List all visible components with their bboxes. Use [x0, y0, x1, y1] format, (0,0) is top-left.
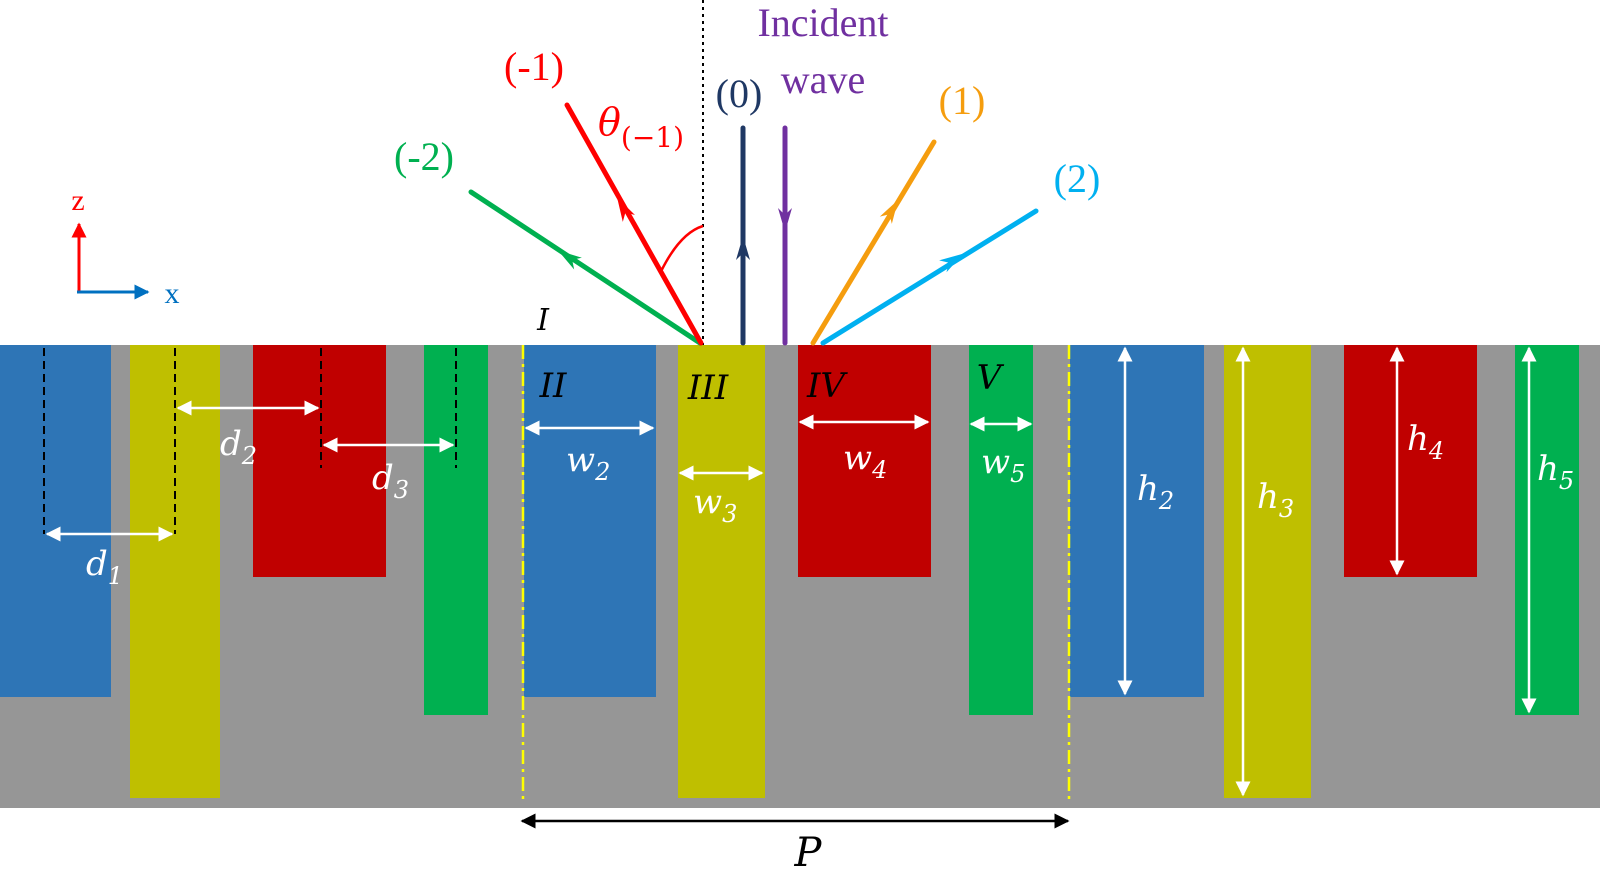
period-boundaries	[521, 345, 1071, 800]
period-label: P	[794, 830, 823, 872]
coordinate-axes	[71, 222, 150, 300]
region-label-iv: IV	[806, 366, 848, 406]
labels: z x Incident wave (-2) (-1) (0) (1) (2) …	[71, 0, 1574, 872]
pillar-red	[253, 345, 386, 577]
arrowhead-order-m1	[617, 197, 635, 222]
order-label-m2: (-2)	[394, 134, 454, 179]
d3-label: d3	[372, 458, 409, 504]
order-label-0: (0)	[716, 71, 763, 116]
d2-label: d2	[220, 424, 257, 470]
ray-arrowheads	[557, 197, 964, 273]
d1-label: d1	[86, 544, 123, 590]
pillars	[0, 345, 1579, 798]
region-label-i: I	[536, 303, 550, 338]
arrowhead-order-2	[939, 253, 964, 273]
ray-order-m1	[564, 102, 704, 346]
w2-label: w2	[566, 440, 610, 486]
pillar-yellow	[1224, 345, 1311, 798]
pillar-blue	[0, 345, 111, 697]
order-label-1: (1)	[939, 78, 986, 123]
order-label-m1: (-1)	[504, 44, 564, 89]
pillar-yellow	[678, 345, 765, 798]
reference-dashes	[43, 348, 457, 534]
incident-label-line2: wave	[781, 57, 865, 102]
ray-order-m2	[468, 189, 703, 346]
pillar-red	[798, 345, 931, 577]
diffraction-rays	[468, 102, 1039, 346]
pillar-red	[1344, 345, 1477, 577]
region-label-v: V	[977, 358, 1005, 398]
ray-order-1	[810, 139, 937, 346]
arrowhead-order-m2	[557, 250, 582, 270]
arrowhead-incident	[778, 208, 792, 232]
region-label-iii: III	[687, 368, 729, 408]
h5-label: h5	[1537, 449, 1574, 495]
w3-label: w3	[693, 482, 737, 528]
arrowhead-order-1	[879, 199, 899, 224]
h4-label: h4	[1407, 419, 1444, 465]
pillar-green	[969, 345, 1033, 715]
z-axis-label: z	[71, 184, 84, 217]
ray-order-2	[820, 208, 1039, 346]
w5-label: w5	[981, 442, 1025, 488]
pillar-blue	[1070, 345, 1204, 697]
dimension-arrows	[45, 346, 1537, 797]
w4-label: w4	[843, 438, 887, 484]
pillar-blue	[524, 345, 656, 697]
h3-label: h3	[1257, 477, 1294, 523]
h2-label: h2	[1137, 469, 1174, 515]
x-axis-label: x	[165, 277, 180, 310]
arrowhead-order-0	[736, 236, 750, 260]
order-label-2: (2)	[1054, 156, 1101, 201]
region-label-ii: II	[539, 366, 567, 406]
angle-label: θ(−1)	[598, 100, 684, 154]
pillar-yellow	[130, 345, 220, 798]
incident-label-line1: Incident	[757, 0, 888, 45]
pillar-green	[1515, 345, 1579, 715]
angle-arc	[659, 224, 704, 273]
